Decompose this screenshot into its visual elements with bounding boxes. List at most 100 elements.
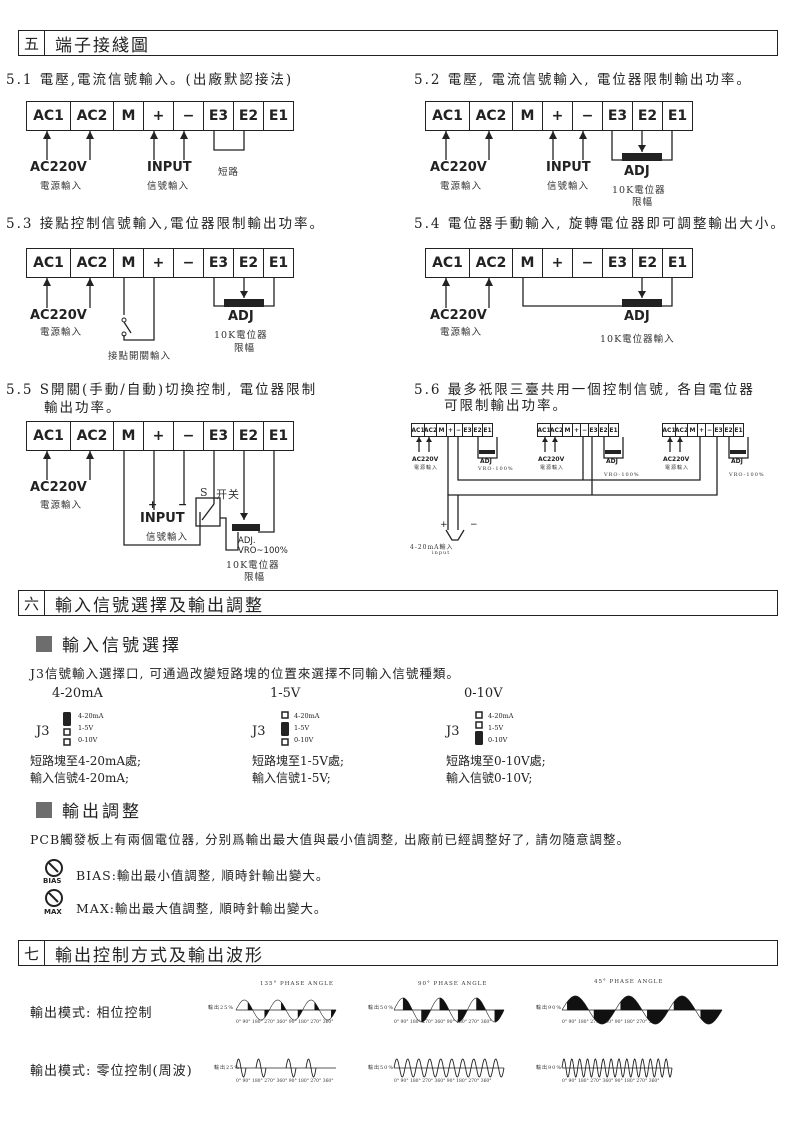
terminal-5: − — [173, 102, 203, 130]
zero25-cycle — [255, 1058, 267, 1078]
pin-label: 0-10V — [78, 736, 98, 744]
terminal-6: E3 — [462, 424, 472, 436]
terminal-8: E1 — [733, 424, 743, 436]
zero90-cycle — [632, 1058, 642, 1078]
option-title: 1-5V — [270, 686, 301, 701]
terminal-4: + — [143, 102, 173, 130]
terminal-6: E3 — [203, 249, 233, 277]
terminal-6: E3 — [602, 102, 632, 130]
terminal-5: − — [580, 424, 588, 436]
terminal-8: E1 — [263, 102, 293, 130]
terminal-8: E1 — [263, 422, 293, 450]
short-label: 短路 — [218, 167, 240, 178]
terminal-5: − — [572, 102, 602, 130]
signal-input-label: 信號輸入 — [147, 181, 190, 192]
phase90-outline — [641, 1009, 669, 1025]
vro-label: VRO-100% — [729, 472, 765, 478]
output-pct-label: 輸出90% — [536, 1065, 563, 1071]
option-title: 0-10V — [464, 686, 503, 701]
pot-label: 10K電位器 — [226, 560, 280, 571]
terminal-2: AC2 — [469, 102, 512, 130]
output-adjust-desc: PCB觸發板上有兩個電位器, 分别爲輸出最大值與最小值調整, 出廠前已經調整好了… — [30, 832, 631, 847]
phase90-outline — [561, 995, 589, 1011]
terminal-1: AC1 — [33, 255, 64, 271]
adj-label: ADJ — [228, 309, 254, 324]
bias-knob-label: BIAS — [43, 877, 62, 885]
adj-label: ADJ — [624, 309, 650, 324]
zero90-cycle — [624, 1058, 634, 1078]
power-input-label: 電源輸入 — [440, 181, 483, 192]
terminal-5: − — [173, 422, 203, 450]
terminal-4: + — [446, 424, 454, 436]
phase90-outline — [694, 1009, 723, 1025]
terminal-7: E2 — [233, 422, 263, 450]
terminal-3: M — [113, 249, 143, 277]
terminal-8: E1 — [482, 424, 492, 436]
terminal-5: − — [454, 424, 462, 436]
terminal-8: E1 — [662, 249, 692, 277]
terminal-7: E2 — [723, 424, 733, 436]
section-title: 端子接綫圖 — [55, 35, 150, 56]
phase50-outline — [466, 997, 486, 1011]
pin-label: 0-10V — [294, 736, 314, 744]
zero90-cycle — [585, 1058, 594, 1078]
zero50-cycle — [448, 1058, 461, 1078]
bias-text: BIAS:輸出最小值調整, 順時針輸出變大。 — [76, 868, 330, 883]
option-line2: 輸入信號0-10V; — [446, 771, 533, 785]
pin-label: 4-20mA — [294, 712, 320, 720]
pin-label: 1-5V — [488, 724, 504, 732]
jumper-graphics — [63, 711, 483, 746]
power-input-label: 電源輸入 — [40, 500, 83, 511]
terminal-1: AC1 — [537, 426, 551, 434]
caption-5-5a: 5.5 S開關(手動/自動)切換控制, 電位器限制 — [6, 382, 318, 398]
input-label: INPUT — [546, 160, 591, 175]
signal-input-label: 信號輸入 — [547, 181, 590, 192]
terminal-3: M — [113, 422, 143, 450]
terminal-5: − — [705, 424, 713, 436]
section-5-header: 五 端子接綫圖 — [18, 30, 778, 56]
zero90-cycle — [616, 1058, 626, 1078]
max-knob-label: MAX — [44, 908, 62, 916]
zero25-cycle — [235, 1058, 247, 1078]
vro-label: VRO~100% — [238, 546, 288, 556]
terminal-7: E2 — [632, 102, 662, 130]
heading-text: 輸出調整 — [62, 802, 142, 822]
signal-input-label: 信號輸入 — [146, 532, 189, 543]
phase90-outline — [588, 1009, 616, 1025]
zero90-cycle — [592, 1058, 602, 1078]
ac220-label: AC220V — [430, 308, 487, 323]
phase-angle-label: 135° PHASE ANGLE — [260, 981, 334, 987]
phase90-outline — [668, 995, 696, 1011]
zero90-cycle — [561, 1058, 571, 1078]
ac220-label: AC220V — [30, 480, 87, 495]
zero90-cycle — [663, 1058, 673, 1078]
section-number: 六 — [19, 591, 45, 615]
terminal-7: E2 — [233, 102, 263, 130]
adj-label: ADJ — [624, 164, 650, 179]
section-title: 輸入信號選擇及輸出調整 — [55, 595, 264, 616]
phase-angle-label: 45° PHASE ANGLE — [594, 979, 664, 985]
phase50-outline — [430, 997, 450, 1011]
option-line1: 短路塊至1-5V處; — [252, 754, 345, 768]
terminal-2: AC2 — [550, 424, 563, 436]
phase50-half — [494, 1009, 505, 1023]
terminal-4: + — [143, 422, 173, 450]
phase50-outline — [393, 997, 413, 1011]
terminal-7: E2 — [233, 249, 263, 277]
pin-label: 4-20mA — [488, 712, 514, 720]
ma-input-label: 4-20mA輸入 — [410, 544, 454, 551]
bullet-square — [36, 635, 52, 652]
terminal-6: E3 — [713, 424, 723, 436]
terminal-8: E1 — [662, 102, 692, 130]
zero50-cycle — [470, 1058, 483, 1078]
zero25-cycle — [285, 1058, 297, 1078]
ac220-label: AC220V — [430, 160, 487, 175]
terminal-6: E3 — [203, 422, 233, 450]
pot-label: 10K電位器 — [214, 330, 268, 341]
phase25-outline — [252, 1009, 270, 1021]
